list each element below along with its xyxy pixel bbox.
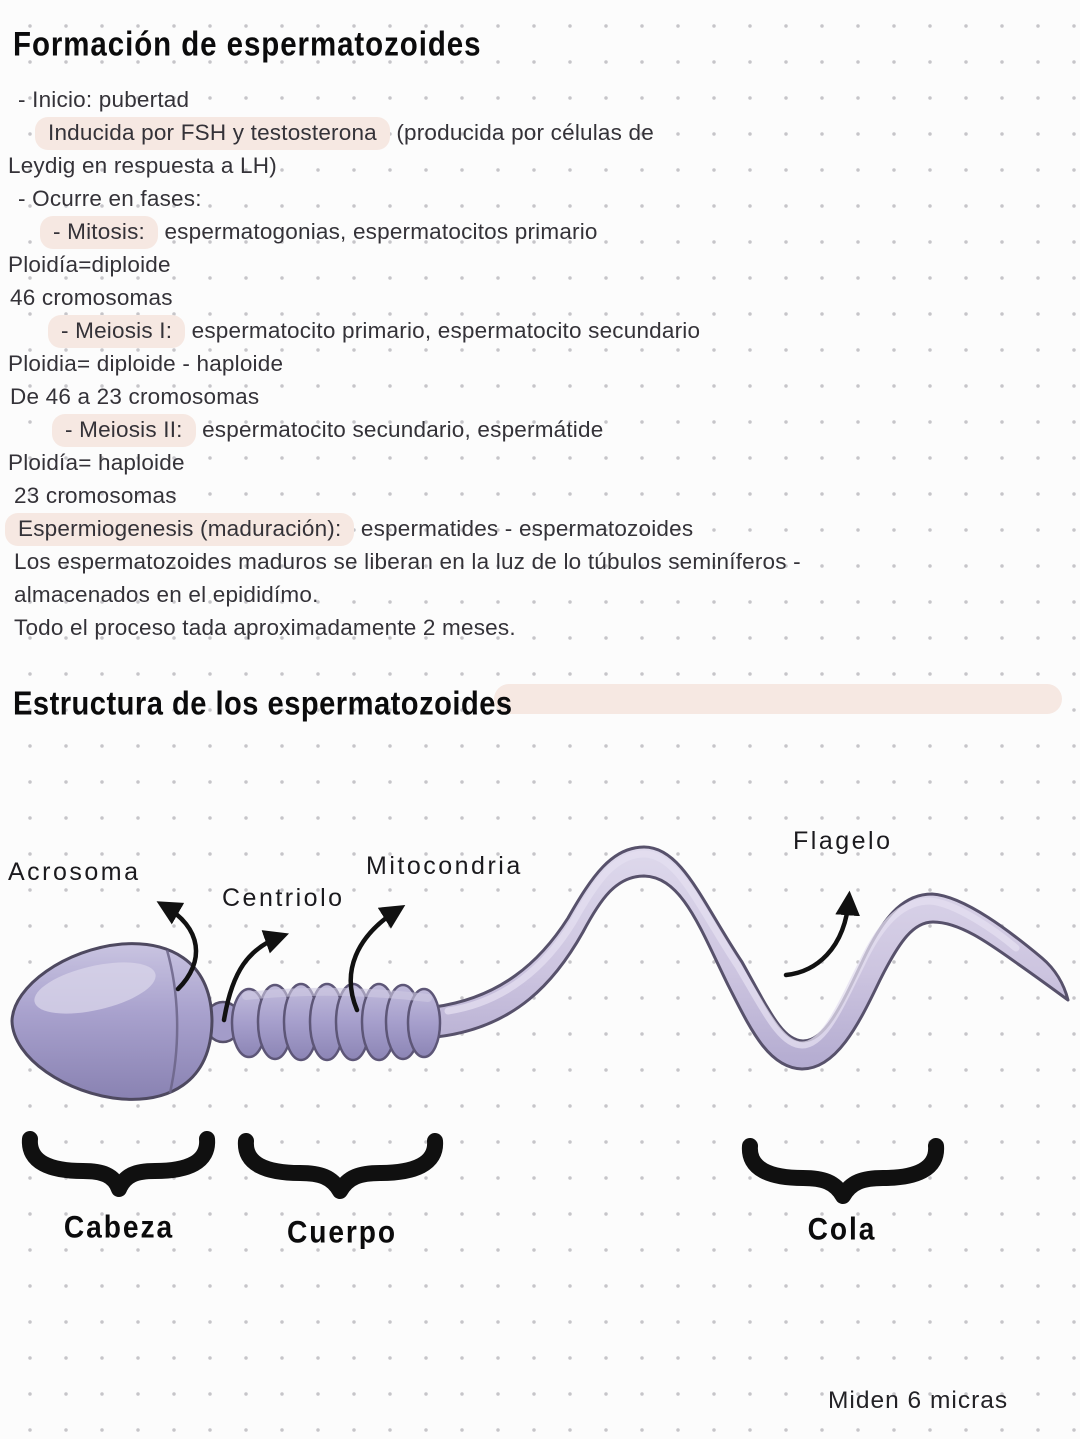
acrosoma-arrow <box>156 901 199 992</box>
section-highlight-pill <box>494 684 1062 714</box>
centriolo-label: Centriolo <box>222 884 345 912</box>
cola-label: Cola <box>807 1212 877 1248</box>
note-text: Leydig en respuesta a LH) <box>8 153 277 178</box>
mitocondria-arrow <box>348 905 406 1013</box>
flagelo-label: Flagelo <box>793 827 893 855</box>
size-caption: Miden 6 micras <box>828 1387 1009 1414</box>
note-highlight: Espermiogenesis (maduración): <box>5 513 355 546</box>
sperm-tail <box>432 845 1070 1071</box>
note-line: Los espermatozoides maduros se liberan e… <box>0 545 1080 578</box>
note-line: - Meiosis II: espermatocito secundario, … <box>0 413 1080 447</box>
cabeza-label: Cabeza <box>63 1210 175 1246</box>
page-title: Formación de espermatozoides <box>13 24 482 64</box>
note-text: Ploidía=diploide <box>8 252 171 277</box>
note-text: espermatides - espermatozoides <box>354 516 694 541</box>
acrosome-line <box>165 949 179 1094</box>
mitocondria-label: Mitocondria <box>366 852 523 880</box>
sperm-diagram <box>10 845 1070 1204</box>
note-text: Ploidia= diploide - haploide <box>8 351 284 376</box>
note-highlight: Inducida por FSH y testosterona <box>35 117 390 150</box>
note-line: - Ocurre en fases: <box>0 182 1080 215</box>
note-line: Espermiogenesis (maduración): espermatid… <box>0 512 1080 546</box>
note-highlight: - Mitosis: <box>40 216 158 249</box>
cabeza-brace <box>21 1131 216 1197</box>
note-line: - Meiosis I: espermatocito primario, esp… <box>0 314 1080 348</box>
note-text: almacenados en el epididímo. <box>14 582 319 607</box>
sperm-head-sheen <box>34 962 156 1014</box>
note-line: Leydig en respuesta a LH) <box>0 149 1080 182</box>
note-line: 46 cromosomas <box>0 281 1080 314</box>
flagelo-arrow <box>783 890 860 978</box>
note-line: - Mitosis: espermatogonias, espermatocit… <box>0 215 1080 249</box>
note-text: De 46 a 23 cromosomas <box>10 384 260 409</box>
note-text: espermatocito secundario, espermátide <box>195 417 604 442</box>
note-text: - Ocurre en fases: <box>18 186 202 211</box>
cola-brace <box>741 1138 945 1204</box>
cuerpo-brace <box>237 1133 444 1199</box>
note-text: (producida por células de <box>389 120 654 145</box>
note-text: - Inicio: pubertad <box>18 87 190 112</box>
cuerpo-label: Cuerpo <box>286 1215 398 1251</box>
note-line: Ploidia= diploide - haploide <box>0 347 1080 380</box>
acrosoma-label: Acrosoma <box>8 858 141 886</box>
section-title: Estructura de los espermatozoides <box>13 686 513 723</box>
note-line: Ploidía= haploide <box>0 446 1080 479</box>
note-text: Todo el proceso tada aproximadamente 2 m… <box>14 615 516 640</box>
note-text: espermatocito primario, espermatocito se… <box>185 318 701 343</box>
note-highlight: - Meiosis I: <box>48 315 186 348</box>
note-text: 23 cromosomas <box>14 483 177 508</box>
centriolo-arrow <box>221 930 290 1023</box>
note-text: Los espermatozoides maduros se liberan e… <box>14 549 801 574</box>
note-line: Inducida por FSH y testosterona (produci… <box>0 116 1080 150</box>
note-text: Ploidía= haploide <box>8 450 185 475</box>
note-line: Ploidía=diploide <box>0 248 1080 281</box>
sperm-midpiece-sheen <box>242 987 432 1002</box>
sperm-tail-sheen <box>444 850 1020 1049</box>
note-text: 46 cromosomas <box>10 285 173 310</box>
note-line: almacenados en el epididímo. <box>0 578 1080 611</box>
note-line: De 46 a 23 cromosomas <box>0 380 1080 413</box>
note-highlight: - Meiosis II: <box>52 414 196 447</box>
note-line: Todo el proceso tada aproximadamente 2 m… <box>0 611 1080 644</box>
note-line: 23 cromosomas <box>0 479 1080 512</box>
sperm-midpiece <box>230 982 442 1062</box>
note-text: espermatogonias, espermatocitos primario <box>158 219 598 244</box>
note-line: - Inicio: pubertad <box>0 83 1080 116</box>
